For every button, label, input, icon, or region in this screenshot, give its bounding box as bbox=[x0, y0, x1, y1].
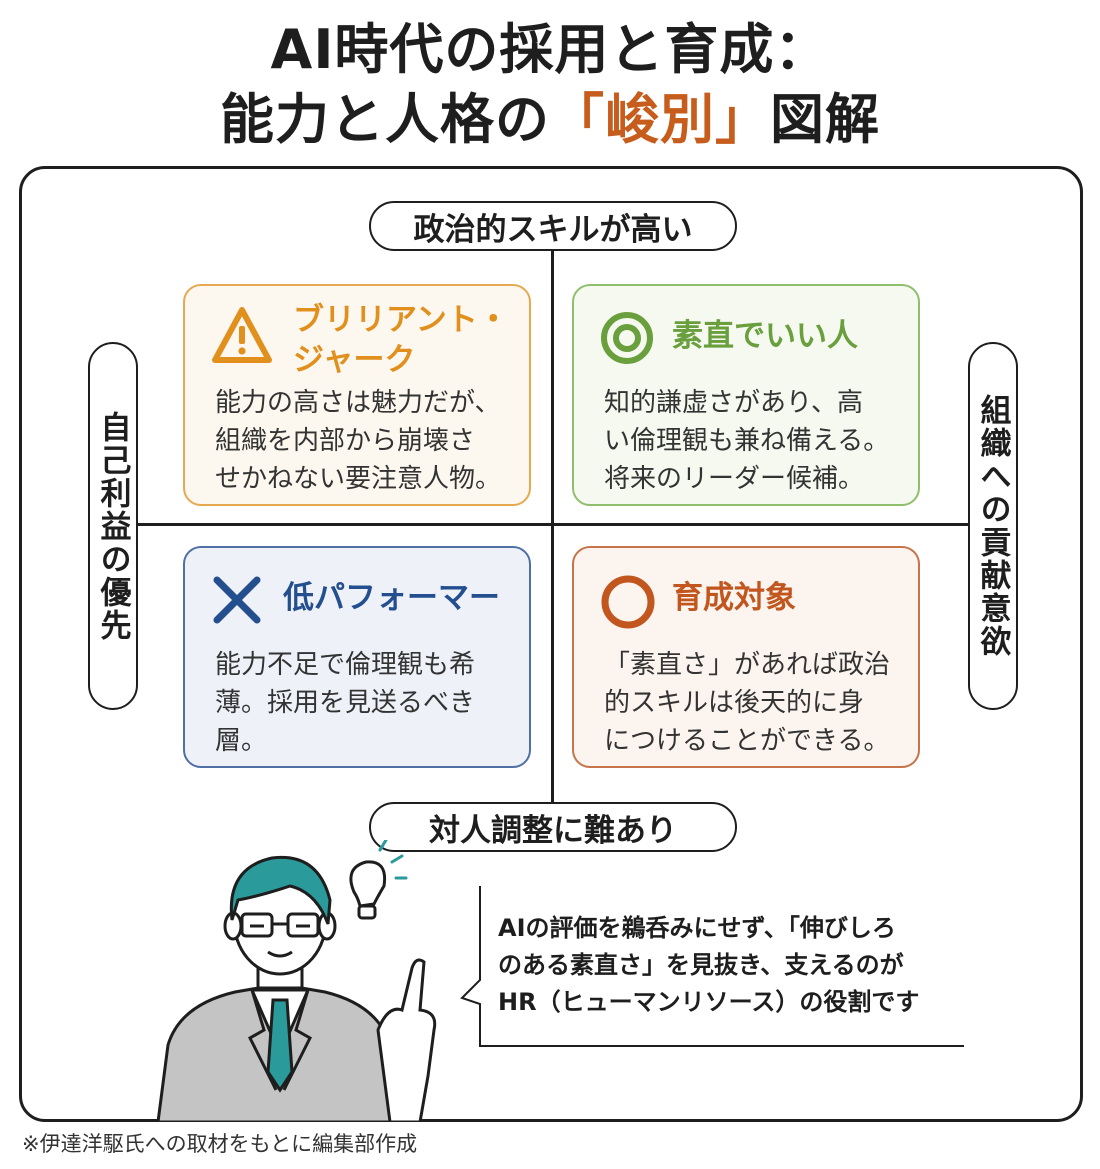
body-line: 薄。採用を見送るべき bbox=[215, 688, 476, 718]
axis-label-bottom: 対人調整に難あり bbox=[369, 802, 737, 852]
quadrant-card-brilliant-jerk: ブリリアント・ ジャーク 能力の高さは魅力だが、 組織を内部から崩壊さ せかねな… bbox=[183, 284, 531, 506]
speech-bubble-outline bbox=[440, 880, 970, 1054]
page-title-line1: AI時代の採用と育成： bbox=[270, 18, 830, 81]
body-line: 的スキルは後天的に身 bbox=[604, 688, 865, 718]
lightbulb-icon bbox=[349, 838, 408, 920]
axis-label-right: 組織への貢献意欲 bbox=[968, 342, 1018, 710]
body-line: 組織を内部から崩壊さ bbox=[215, 426, 476, 456]
quadrant-heading: ブリリアント・ ジャーク bbox=[293, 300, 523, 380]
body-line: 能力不足で倫理観も希 bbox=[215, 650, 476, 680]
body-line: 「素直さ」があれば政治 bbox=[604, 650, 891, 680]
axis-label-top: 政治的スキルが高い bbox=[369, 201, 737, 251]
speech-bubble-text: AIの評価を鵜呑みにせず、「伸びしろ のある素直さ」を見抜き、支えるのが HR（… bbox=[498, 910, 968, 1021]
speech-line: AIの評価を鵜呑みにせず、「伸びしろ bbox=[498, 914, 896, 942]
quadrant-body: 知的謙虚さがあり、高 い倫理観も兼ね備える。 将来のリーダー候補。 bbox=[604, 384, 902, 498]
quadrant-body: 能力の高さは魅力だが、 組織を内部から崩壊さ せかねない要注意人物。 bbox=[215, 384, 513, 498]
body-line: 能力の高さは魅力だが、 bbox=[215, 388, 501, 418]
quadrant-heading: 素直でいい人 bbox=[672, 318, 858, 354]
quadrant-card-development-target: 育成対象 「素直さ」があれば政治 的スキルは後天的に身 につけることができる。 bbox=[572, 546, 920, 768]
heading-line2: ジャーク bbox=[293, 342, 416, 378]
horizontal-axis bbox=[137, 523, 969, 526]
warning-triangle-icon bbox=[211, 306, 273, 368]
circle-icon bbox=[600, 574, 656, 634]
quadrant-body: 能力不足で倫理観も希 薄。採用を見送るべき 層。 bbox=[215, 646, 513, 760]
body-line: 知的謙虚さがあり、高 bbox=[604, 388, 863, 418]
title-suffix: 図解 bbox=[770, 88, 880, 151]
double-circle-icon bbox=[600, 311, 654, 369]
quadrant-card-good-person: 素直でいい人 知的謙虚さがあり、高 い倫理観も兼ね備える。 将来のリーダー候補。 bbox=[572, 284, 920, 506]
page-title-line2: 能力と人格の「峻別」図解 bbox=[0, 88, 1100, 152]
quadrant-card-low-performer: 低パフォーマー 能力不足で倫理観も希 薄。採用を見送るべき 層。 bbox=[183, 546, 531, 768]
vertical-axis bbox=[551, 248, 554, 808]
body-line: 将来のリーダー候補。 bbox=[604, 464, 865, 494]
speech-line: のある素直さ」を見抜き、支えるのが bbox=[498, 951, 904, 979]
quadrant-body: 「素直さ」があれば政治 的スキルは後天的に身 につけることができる。 bbox=[604, 646, 902, 760]
quadrant-heading: 低パフォーマー bbox=[283, 580, 500, 616]
body-line: につけることができる。 bbox=[604, 726, 890, 756]
speech-line: HR（ヒューマンリソース）の役割です bbox=[498, 988, 920, 1016]
quadrant-heading: 育成対象 bbox=[672, 580, 796, 616]
businessman-illustration bbox=[140, 838, 460, 1126]
footnote: ※伊達洋駆氏への取材をもとに編集部作成 bbox=[22, 1132, 418, 1156]
cross-icon bbox=[211, 574, 263, 630]
body-line: 層。 bbox=[215, 726, 268, 756]
body-line: せかねない要注意人物。 bbox=[215, 464, 502, 494]
title-prefix: 能力と人格の bbox=[220, 88, 550, 151]
axis-label-left: 自己利益の優先 bbox=[88, 342, 138, 710]
title-highlight: 「峻別」 bbox=[550, 88, 770, 151]
heading-line1: ブリリアント・ bbox=[293, 302, 509, 338]
body-line: い倫理観も兼ね備える。 bbox=[604, 426, 890, 456]
